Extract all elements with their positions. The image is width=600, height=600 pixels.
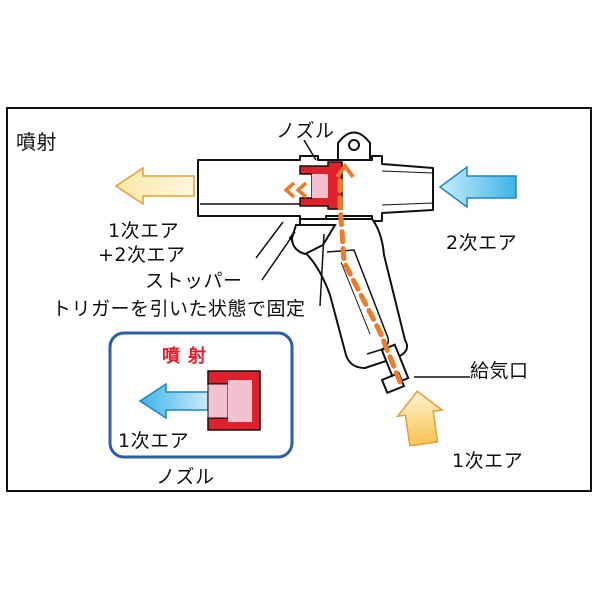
air-inlet-label: 給気口 (470, 360, 529, 382)
combined-air-label-line2: +2次エア (98, 244, 186, 266)
trigger (290, 224, 337, 256)
combined-air-label-line1: 1次エア (108, 220, 180, 242)
inset-nozzle-label: ノズル (156, 466, 215, 488)
secondary-air-arrow (438, 165, 517, 209)
stopper-label: ストッパー (145, 270, 243, 292)
trigger-state-label: トリガーを引いた状態で固定 (52, 298, 306, 320)
nozzle-label: ノズル (276, 120, 335, 142)
primary-air-arrow (395, 390, 444, 447)
airflow-path (337, 177, 403, 385)
diagram-title: 噴射 (16, 130, 57, 154)
inset-air-label: 1次エア (118, 430, 190, 452)
primary-air-label: 1次エア (452, 450, 524, 472)
output-air-arrow (114, 166, 195, 206)
inset-title: 噴射 (162, 346, 214, 367)
secondary-air-label: 2次エア (446, 232, 518, 254)
